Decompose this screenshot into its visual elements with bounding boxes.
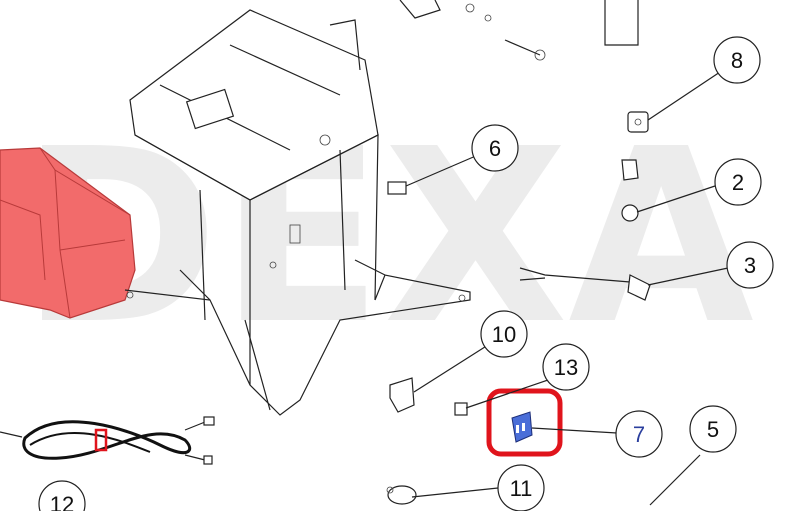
watermark: DEXA — [20, 97, 754, 377]
part-6[interactable] — [387, 181, 407, 195]
part-7[interactable] — [511, 411, 533, 443]
callout-11[interactable]: 11 — [497, 464, 545, 511]
callout-11-label: 11 — [510, 476, 533, 501]
red-machine-part[interactable] — [0, 147, 136, 319]
callout-5[interactable]: 5 — [689, 405, 737, 453]
callout-12-label: 12 — [50, 492, 74, 511]
callout-13-label: 13 — [554, 355, 578, 380]
part-2[interactable] — [621, 159, 639, 222]
callout-2-label: 2 — [732, 170, 744, 195]
callout-13[interactable]: 13 — [542, 343, 590, 391]
callout-7[interactable]: 7 — [615, 410, 663, 458]
callout-3[interactable]: 3 — [726, 241, 774, 289]
callout-7-label: 7 — [633, 422, 645, 447]
part-8[interactable] — [627, 111, 649, 133]
part-3[interactable] — [519, 267, 651, 301]
callout-10-label: 10 — [492, 322, 516, 347]
part-11[interactable] — [386, 485, 417, 505]
selection-highlight-box — [486, 388, 563, 457]
leader-lines — [405, 71, 729, 506]
callout-12[interactable]: 12 — [38, 480, 86, 511]
callout-2[interactable]: 2 — [714, 158, 762, 206]
part-12-cable[interactable] — [0, 416, 215, 465]
callout-8-label: 8 — [731, 48, 743, 73]
callout-10[interactable]: 10 — [480, 310, 528, 358]
callout-6[interactable]: 6 — [471, 124, 519, 172]
main-cabinet[interactable] — [124, 0, 639, 416]
part-13[interactable] — [454, 402, 468, 416]
part-10[interactable] — [389, 377, 415, 413]
callout-5-label: 5 — [707, 417, 719, 442]
callout-8[interactable]: 8 — [713, 36, 761, 84]
callout-3-label: 3 — [744, 253, 756, 278]
callout-6-label: 6 — [489, 136, 501, 161]
